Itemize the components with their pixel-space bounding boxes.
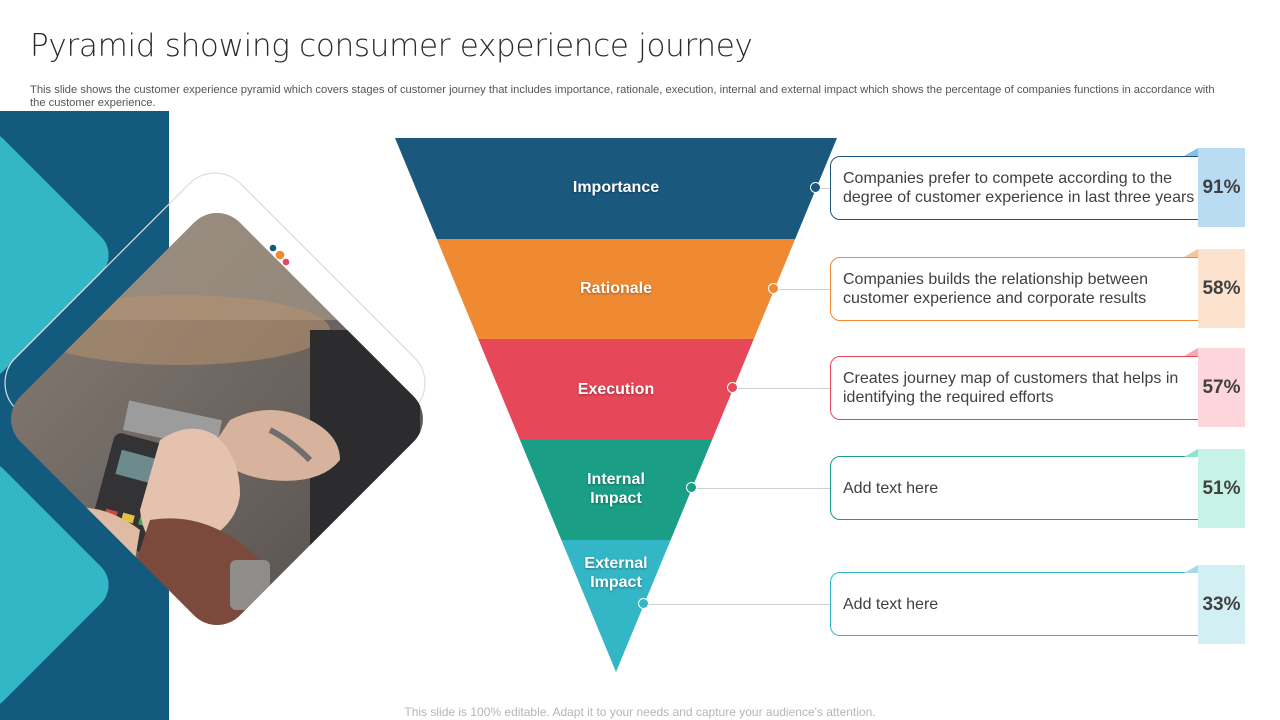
layer-dot-rationale (768, 283, 779, 294)
percent-importance: 91% (1198, 148, 1245, 227)
layer-label-execution: Execution (577, 381, 655, 398)
card-text-external-impact: Add text here (843, 595, 939, 613)
accent-dot-orange (275, 250, 285, 260)
teal-diamond-top (0, 131, 109, 379)
footer-note: This slide is 100% editable. Adapt it to… (404, 705, 876, 719)
card-external-impact: Add text here (830, 572, 1244, 636)
pct-fold-rationale (1184, 249, 1198, 257)
accent-dot-blue (269, 244, 277, 252)
pyramid-layer-external-impact (561, 540, 671, 672)
layer-dot-external-impact (638, 598, 649, 609)
card-importance: Companies prefer to compete according to… (830, 156, 1244, 220)
connector-external-impact (648, 604, 830, 605)
layer-dot-execution (727, 382, 738, 393)
connector-execution (737, 388, 830, 389)
page-subtitle: This slide shows the customer experience… (30, 84, 1215, 109)
pyramid-layer-internal-impact (519, 440, 713, 540)
left-decorative-art (0, 111, 430, 720)
pct-fold-internal-impact (1184, 449, 1198, 457)
layer-label-external-impact-text: External Impact (584, 555, 648, 591)
page-title: Pyramid showing consumer experience jour… (30, 28, 753, 64)
connector-internal-impact (695, 488, 830, 489)
card-text-execution: Creates journey map of customers that he… (843, 370, 1179, 406)
layer-label-internal-impact-text: Internal Impact (587, 471, 645, 507)
layer-dot-internal-impact (686, 482, 697, 493)
card-text-internal-impact: Add text here (843, 479, 939, 497)
teal-diamond-bottom (0, 461, 109, 709)
layer-dot-importance (810, 182, 821, 193)
accent-dot-red (282, 258, 290, 266)
percent-internal-impact: 51% (1198, 449, 1245, 528)
card-text-importance: Companies prefer to compete according to… (843, 170, 1195, 206)
layer-label-external-impact: External Impact (526, 554, 706, 592)
layer-label-rationale: Rationale (579, 280, 652, 297)
percent-rationale: 58% (1198, 249, 1245, 328)
pyramid-layer-execution (478, 339, 754, 440)
pct-fold-importance (1184, 148, 1198, 156)
card-rationale: Companies builds the relationship betwee… (830, 257, 1244, 321)
card-text-rationale: Companies builds the relationship betwee… (843, 271, 1149, 307)
percent-execution: 57% (1198, 348, 1245, 427)
layer-label-internal-impact: Internal Impact (526, 470, 706, 508)
connector-rationale (778, 289, 830, 290)
pyramid-layer-importance (395, 138, 837, 239)
pct-fold-execution (1184, 348, 1198, 356)
card-internal-impact: Add text here (830, 456, 1244, 520)
pct-fold-external-impact (1184, 565, 1198, 573)
connector-importance (820, 188, 830, 189)
pyramid-layer-rationale (436, 239, 796, 339)
percent-external-impact: 33% (1198, 565, 1245, 644)
card-execution: Creates journey map of customers that he… (830, 356, 1244, 420)
layer-label-importance: Importance (572, 179, 660, 196)
